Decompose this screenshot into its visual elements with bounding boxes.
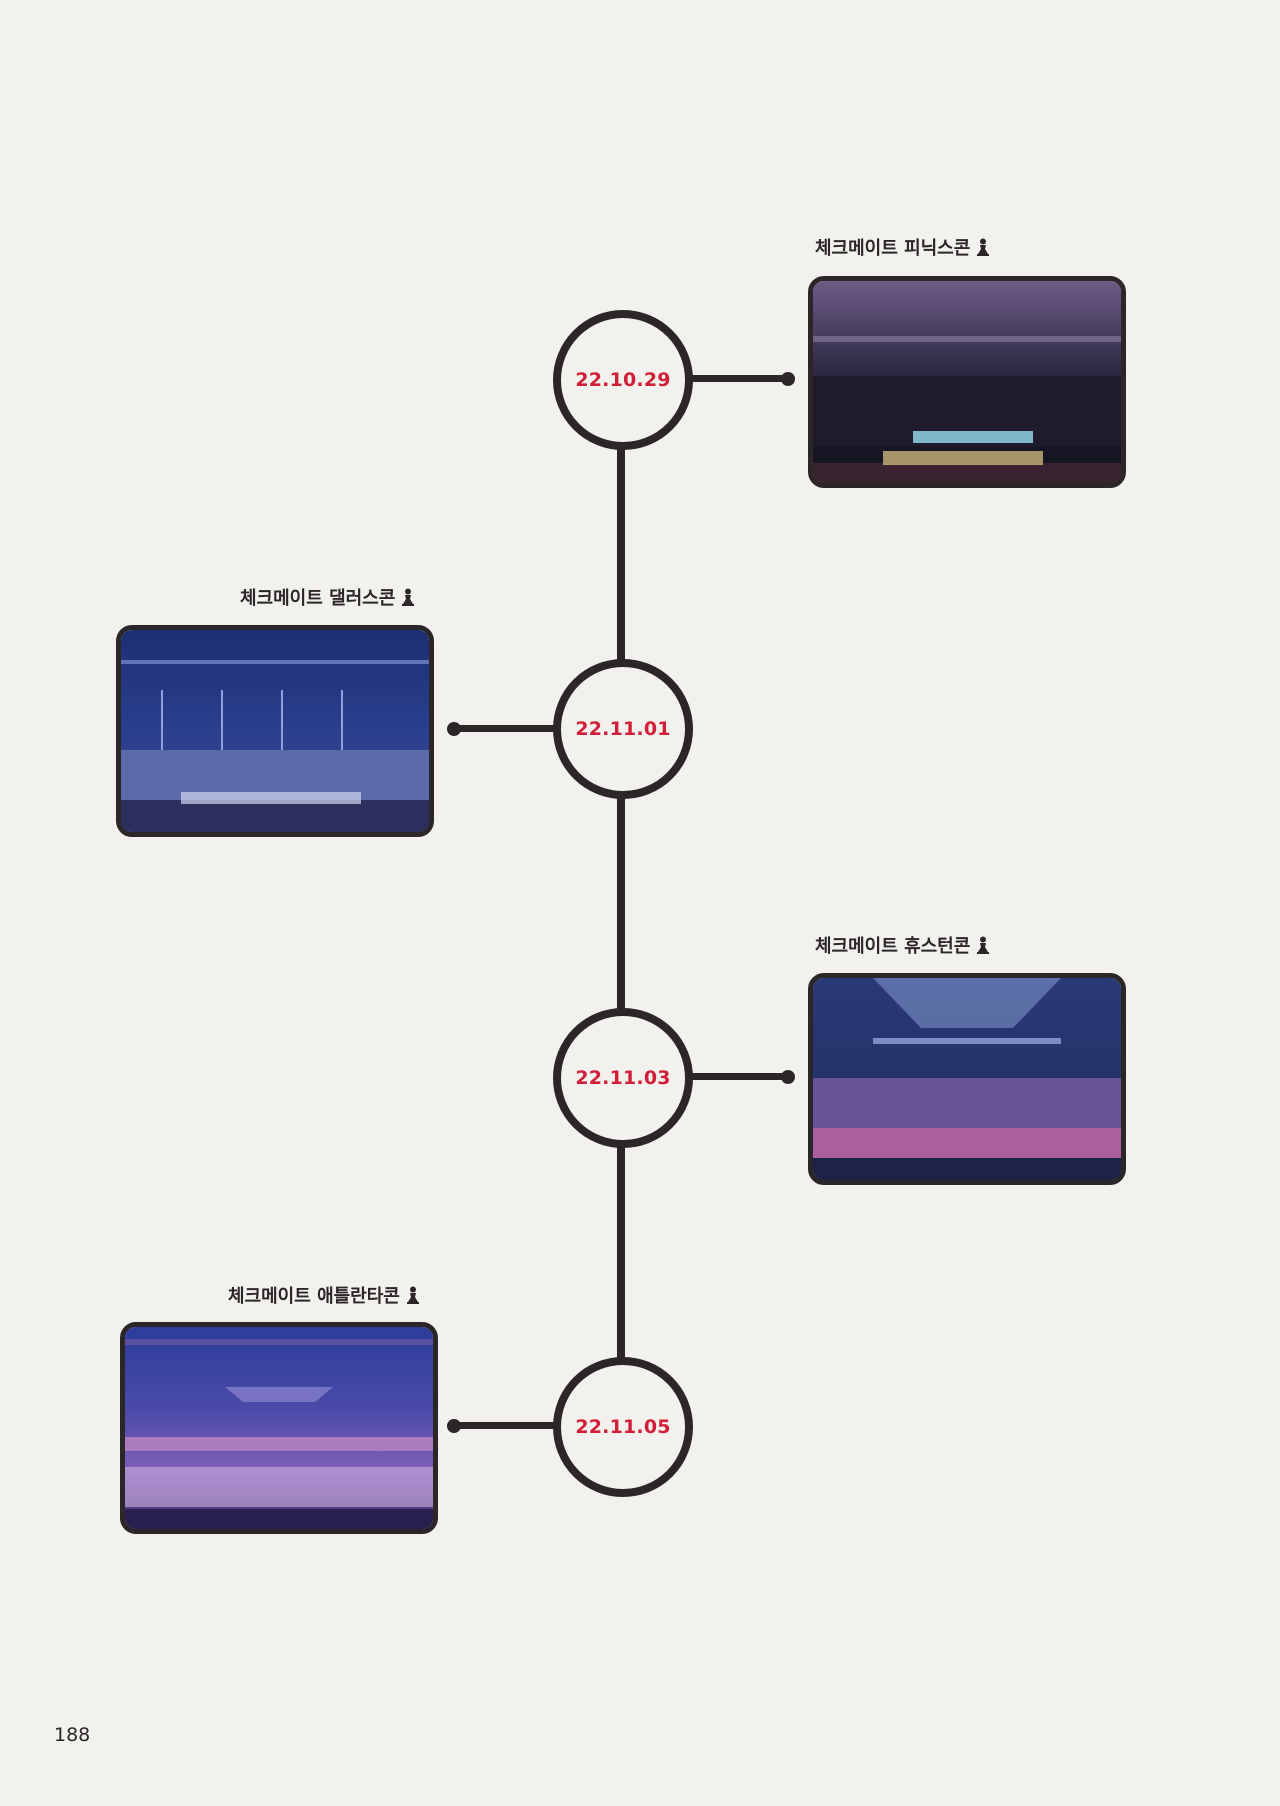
timeline-node-4: 22.11.05	[553, 1357, 693, 1497]
concert-photo-2	[116, 625, 434, 837]
chess-pawn-icon	[977, 936, 990, 954]
timeline-node-3: 22.11.03	[553, 1008, 693, 1148]
timeline-connector-dot-1	[781, 372, 795, 386]
timeline-label-1: 체크메이트 피닉스콘	[815, 234, 990, 260]
timeline-connector-2	[457, 725, 557, 732]
chess-pawn-icon	[402, 588, 415, 606]
timeline-label-4: 체크메이트 애틀란타콘	[228, 1282, 420, 1308]
chess-pawn-icon	[977, 238, 990, 256]
timeline-spine	[617, 376, 625, 1426]
timeline-label-text-2: 체크메이트 댈러스콘	[240, 588, 396, 609]
timeline-date-1: 22.10.29	[575, 369, 671, 391]
timeline-label-text-1: 체크메이트 피닉스콘	[815, 238, 971, 259]
timeline-label-3: 체크메이트 휴스턴콘	[815, 932, 990, 958]
page-number: 188	[54, 1724, 91, 1746]
timeline-connector-dot-3	[781, 1070, 795, 1084]
timeline-node-1: 22.10.29	[553, 310, 693, 450]
timeline-label-text-4: 체크메이트 애틀란타콘	[228, 1286, 400, 1307]
timeline-connector-4	[457, 1422, 557, 1429]
concert-photo-3	[808, 973, 1126, 1185]
timeline-node-2: 22.11.01	[553, 659, 693, 799]
timeline-connector-3	[685, 1073, 785, 1080]
chess-pawn-icon	[406, 1286, 419, 1304]
concert-photo-4	[120, 1322, 438, 1534]
timeline-connector-dot-4	[447, 1419, 461, 1433]
timeline-date-4: 22.11.05	[575, 1416, 671, 1438]
timeline-label-text-3: 체크메이트 휴스턴콘	[815, 936, 971, 957]
timeline-date-3: 22.11.03	[575, 1067, 671, 1089]
timeline-connector-dot-2	[447, 722, 461, 736]
timeline-date-2: 22.11.01	[575, 718, 671, 740]
concert-photo-1	[808, 276, 1126, 488]
timeline-connector-1	[685, 375, 785, 382]
timeline-label-2: 체크메이트 댈러스콘	[240, 584, 415, 610]
